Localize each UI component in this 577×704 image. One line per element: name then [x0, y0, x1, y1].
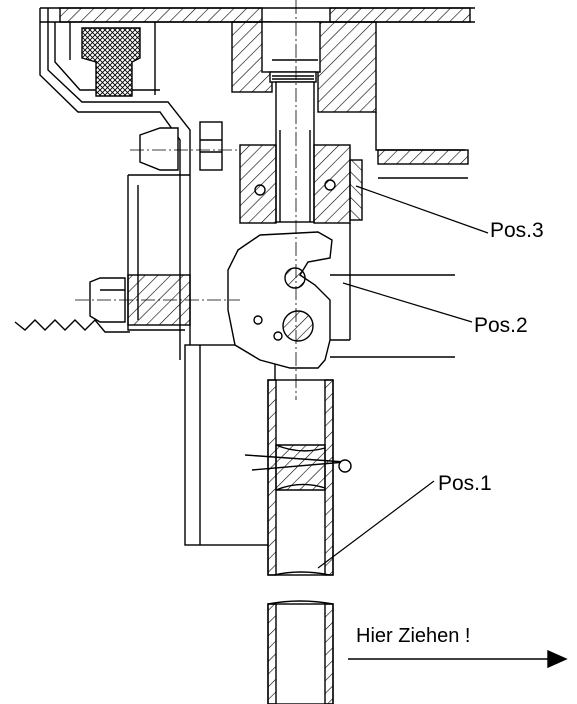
central-block	[231, 21, 377, 113]
left-housing	[39, 8, 191, 360]
leader-lines	[317, 185, 489, 569]
clamp-block	[239, 144, 363, 224]
pawl	[227, 231, 333, 369]
upper-bolt	[139, 121, 223, 171]
label-pos3: Pos.3	[490, 219, 544, 242]
label-pos2: Pos.2	[474, 314, 528, 337]
rubber-plug	[81, 27, 141, 97]
wavy-cable	[14, 318, 130, 333]
center-lines	[75, 0, 297, 400]
right-frame	[330, 223, 455, 358]
pull-arrow	[348, 649, 568, 669]
right-plate	[375, 112, 469, 179]
tube-lower	[267, 600, 334, 704]
vertical-plate	[184, 344, 276, 546]
tube-upper	[267, 379, 334, 576]
top-plate	[40, 7, 475, 23]
label-pull-here: Hier Ziehen !	[356, 625, 471, 647]
label-pos1: Pos.1	[438, 472, 492, 495]
spindle	[275, 81, 315, 223]
split-pin	[244, 454, 352, 473]
